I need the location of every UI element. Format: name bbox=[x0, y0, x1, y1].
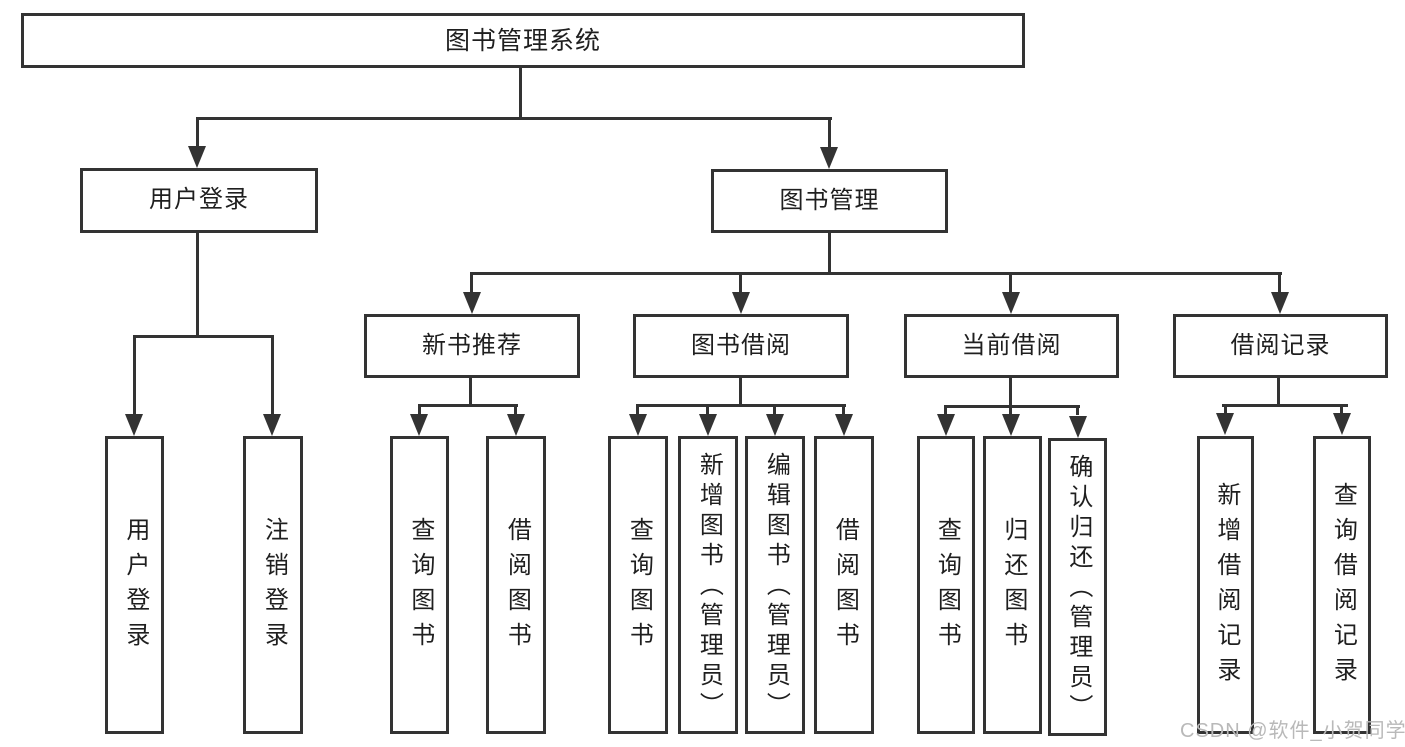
connector-line bbox=[773, 407, 776, 415]
node-current-borrowing: 当前借阅 bbox=[904, 314, 1119, 378]
leaf-confirm-return-admin: 确认归还（管理员） bbox=[1048, 438, 1107, 736]
connector-line bbox=[1277, 378, 1280, 406]
arrow-down-icon bbox=[1271, 292, 1289, 314]
csdn-watermark: CSDN @软件_小贺同学 bbox=[1180, 720, 1405, 742]
leaf-edit-book-admin: 编辑图书（管理员） bbox=[745, 436, 805, 734]
leaf-add-book-admin: 新增图书（管理员） bbox=[678, 436, 738, 734]
connector-line bbox=[196, 233, 199, 336]
arrow-down-icon bbox=[766, 414, 784, 436]
connector-line bbox=[1278, 275, 1281, 293]
connector-line bbox=[470, 272, 1282, 275]
arrow-down-icon bbox=[188, 146, 206, 168]
connector-line bbox=[133, 335, 274, 338]
leaf-return-books: 归还图书 bbox=[983, 436, 1042, 734]
connector-line bbox=[519, 68, 522, 120]
connector-line bbox=[1222, 404, 1348, 407]
connector-line bbox=[271, 338, 274, 416]
node-borrowing-records: 借阅记录 bbox=[1173, 314, 1388, 378]
arrow-down-icon bbox=[1069, 416, 1087, 438]
connector-line bbox=[1009, 378, 1012, 406]
connector-line bbox=[636, 407, 639, 415]
connector-line bbox=[418, 404, 518, 407]
node-user-login: 用户登录 bbox=[80, 168, 318, 233]
connector-line bbox=[1224, 407, 1227, 415]
arrow-down-icon bbox=[835, 414, 853, 436]
node-book-borrowing: 图书借阅 bbox=[633, 314, 849, 378]
connector-line bbox=[1076, 408, 1079, 415]
arrow-down-icon bbox=[125, 414, 143, 436]
leaf-query-borrow-record: 查询借阅记录 bbox=[1313, 436, 1371, 734]
connector-line bbox=[469, 378, 472, 406]
connector-line bbox=[944, 408, 947, 415]
leaf-logout: 注销登录 bbox=[243, 436, 303, 734]
leaf-query-books-current: 查询图书 bbox=[917, 436, 975, 734]
leaf-query-books-recommend: 查询图书 bbox=[390, 436, 449, 734]
leaf-add-borrow-record: 新增借阅记录 bbox=[1197, 436, 1254, 734]
connector-line bbox=[842, 407, 845, 415]
arrow-down-icon bbox=[410, 414, 428, 436]
arrow-down-icon bbox=[1216, 413, 1234, 435]
connector-line bbox=[514, 407, 517, 415]
arrow-down-icon bbox=[463, 292, 481, 314]
connector-line bbox=[739, 275, 742, 293]
connector-line bbox=[636, 404, 846, 407]
leaf-query-books-borrowing: 查询图书 bbox=[608, 436, 668, 734]
connector-line bbox=[196, 120, 199, 148]
connector-line bbox=[706, 407, 709, 415]
leaf-borrow-books-borrowing: 借阅图书 bbox=[814, 436, 874, 734]
node-book-management: 图书管理 bbox=[711, 169, 948, 233]
arrow-down-icon bbox=[629, 414, 647, 436]
connector-line bbox=[828, 233, 831, 273]
connector-line bbox=[133, 338, 136, 416]
connector-line bbox=[1009, 275, 1012, 293]
connector-line bbox=[418, 407, 421, 415]
connector-line bbox=[196, 117, 832, 120]
leaf-user-login: 用户登录 bbox=[105, 436, 164, 734]
arrow-down-icon bbox=[820, 147, 838, 169]
connector-line bbox=[470, 275, 473, 293]
connector-line bbox=[1009, 408, 1012, 415]
arrow-down-icon bbox=[1002, 414, 1020, 436]
leaf-borrow-books-recommend: 借阅图书 bbox=[486, 436, 546, 734]
arrow-down-icon bbox=[1002, 292, 1020, 314]
arrow-down-icon bbox=[263, 414, 281, 436]
arrow-down-icon bbox=[732, 292, 750, 314]
connector-line bbox=[739, 378, 742, 406]
connector-line bbox=[828, 120, 831, 148]
node-library-management-system: 图书管理系统 bbox=[21, 13, 1025, 68]
arrow-down-icon bbox=[937, 414, 955, 436]
connector-line bbox=[1340, 407, 1343, 415]
arrow-down-icon bbox=[699, 414, 717, 436]
node-new-book-recommend: 新书推荐 bbox=[364, 314, 580, 378]
arrow-down-icon bbox=[1333, 413, 1351, 435]
connector-line bbox=[944, 405, 1080, 408]
arrow-down-icon bbox=[507, 414, 525, 436]
